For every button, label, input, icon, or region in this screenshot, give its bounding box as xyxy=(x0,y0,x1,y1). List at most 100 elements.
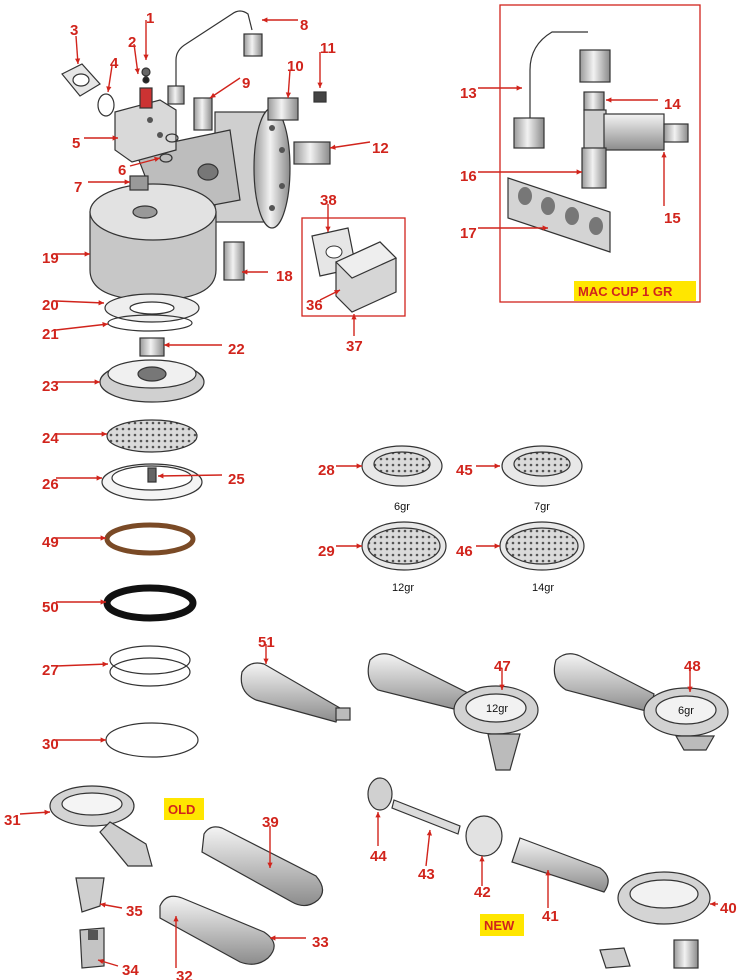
callout-number-7: 7 xyxy=(74,179,82,196)
callout-number-37: 37 xyxy=(346,338,363,355)
callout-number-44: 44 xyxy=(370,848,387,865)
callout-arrow-50 xyxy=(100,599,106,605)
callout-arrow-44 xyxy=(375,812,381,818)
callout-arrow-20 xyxy=(98,300,104,306)
callout-23: 23 xyxy=(42,378,100,395)
callout-arrow-14 xyxy=(606,97,612,103)
callout-number-38: 38 xyxy=(320,192,337,209)
callout-arrow-19 xyxy=(84,251,90,257)
callout-arrow-51 xyxy=(263,658,269,664)
callout-arrow-26 xyxy=(96,475,102,481)
callout-37: 37 xyxy=(346,314,363,355)
callout-6: 6 xyxy=(118,156,161,179)
callout-number-36: 36 xyxy=(306,297,323,314)
callout-38: 38 xyxy=(320,192,337,232)
callout-arrow-17 xyxy=(542,225,548,231)
callout-4: 4 xyxy=(106,55,119,93)
callout-number-12: 12 xyxy=(372,140,389,157)
callout-33: 33 xyxy=(270,934,329,951)
callout-arrow-22 xyxy=(164,342,170,348)
callout-number-31: 31 xyxy=(4,812,21,829)
callout-arrow-6 xyxy=(154,156,160,162)
callout-32: 32 xyxy=(173,916,193,980)
callout-number-33: 33 xyxy=(312,934,329,951)
callout-arrow-21 xyxy=(102,322,108,328)
shower-stack xyxy=(99,293,205,758)
callout-39: 39 xyxy=(262,814,279,868)
callout-arrow-35 xyxy=(100,902,106,908)
filter-baskets: 6gr 7gr 12gr 14gr xyxy=(361,445,585,594)
callout-number-35: 35 xyxy=(126,903,143,920)
callout-46: 46 xyxy=(456,543,500,560)
callout-arrow-24 xyxy=(101,431,107,437)
callout-arrow-4 xyxy=(106,86,112,92)
callout-5: 5 xyxy=(72,135,118,152)
callout-number-40: 40 xyxy=(720,900,737,917)
callout-27: 27 xyxy=(42,661,109,679)
callout-arrow-11 xyxy=(317,82,323,88)
callout-number-51: 51 xyxy=(258,634,275,651)
callout-number-1: 1 xyxy=(146,10,154,27)
callout-arrow-3 xyxy=(75,58,81,64)
callout-arrow-38 xyxy=(325,226,331,232)
callout-number-34: 34 xyxy=(122,962,139,979)
callout-number-47: 47 xyxy=(494,658,511,675)
callout-12: 12 xyxy=(329,140,389,157)
callout-arrow-12 xyxy=(330,144,336,150)
old-label: OLD xyxy=(168,802,195,817)
callout-number-41: 41 xyxy=(542,908,559,925)
callout-arrow-2 xyxy=(134,68,140,74)
callout-30: 30 xyxy=(42,736,106,753)
callout-arrow-45 xyxy=(494,463,500,469)
gasket-49 xyxy=(104,522,196,556)
callout-number-14: 14 xyxy=(664,96,681,113)
callout-number-50: 50 xyxy=(42,599,59,616)
callout-number-19: 19 xyxy=(42,250,59,267)
callout-48: 48 xyxy=(684,658,701,692)
callout-25: 25 xyxy=(157,471,245,488)
callout-number-4: 4 xyxy=(110,55,119,72)
callout-arrow-7 xyxy=(124,179,130,185)
callout-arrow-15 xyxy=(661,152,667,158)
callout-28: 28 xyxy=(318,462,362,479)
callout-18: 18 xyxy=(242,268,293,285)
callout-1: 1 xyxy=(143,10,154,60)
callout-50: 50 xyxy=(42,599,106,616)
callout-arrow-5 xyxy=(112,135,118,141)
callout-number-18: 18 xyxy=(276,268,293,285)
callout-arrow-42 xyxy=(479,856,485,862)
basket-caption-7gr: 7gr xyxy=(534,501,550,513)
callout-number-22: 22 xyxy=(228,341,245,358)
callout-arrow-46 xyxy=(494,543,500,549)
callout-number-46: 46 xyxy=(456,543,473,560)
callout-43: 43 xyxy=(418,829,435,883)
callout-35: 35 xyxy=(99,902,143,920)
callout-34: 34 xyxy=(97,959,139,979)
callout-number-24: 24 xyxy=(42,430,59,447)
callout-number-9: 9 xyxy=(242,75,250,92)
callout-number-27: 27 xyxy=(42,662,59,679)
callout-arrow-8 xyxy=(262,17,268,23)
portafilters: 12gr 6gr OLD NEW xyxy=(49,653,729,969)
callout-arrow-9 xyxy=(210,92,216,98)
callout-13: 13 xyxy=(460,85,522,102)
new-label-bg xyxy=(480,914,524,936)
callout-arrow-28 xyxy=(356,463,362,469)
portafilter-caption-6gr: 6gr xyxy=(678,705,694,717)
callout-11: 11 xyxy=(317,40,336,88)
callout-arrow-25 xyxy=(158,473,164,479)
callout-number-25: 25 xyxy=(228,471,245,488)
callout-3: 3 xyxy=(70,22,81,65)
mac-cup-frame xyxy=(499,4,701,303)
callout-number-20: 20 xyxy=(42,297,59,314)
callout-number-15: 15 xyxy=(664,210,681,227)
callout-17: 17 xyxy=(460,225,548,242)
callout-49: 49 xyxy=(42,534,106,551)
callout-number-21: 21 xyxy=(42,326,59,343)
callout-51: 51 xyxy=(258,634,275,664)
callout-number-45: 45 xyxy=(456,462,473,479)
callout-line-27 xyxy=(55,663,109,667)
callout-19: 19 xyxy=(42,250,90,267)
old-label-bg xyxy=(164,798,204,820)
callout-number-16: 16 xyxy=(460,168,477,185)
